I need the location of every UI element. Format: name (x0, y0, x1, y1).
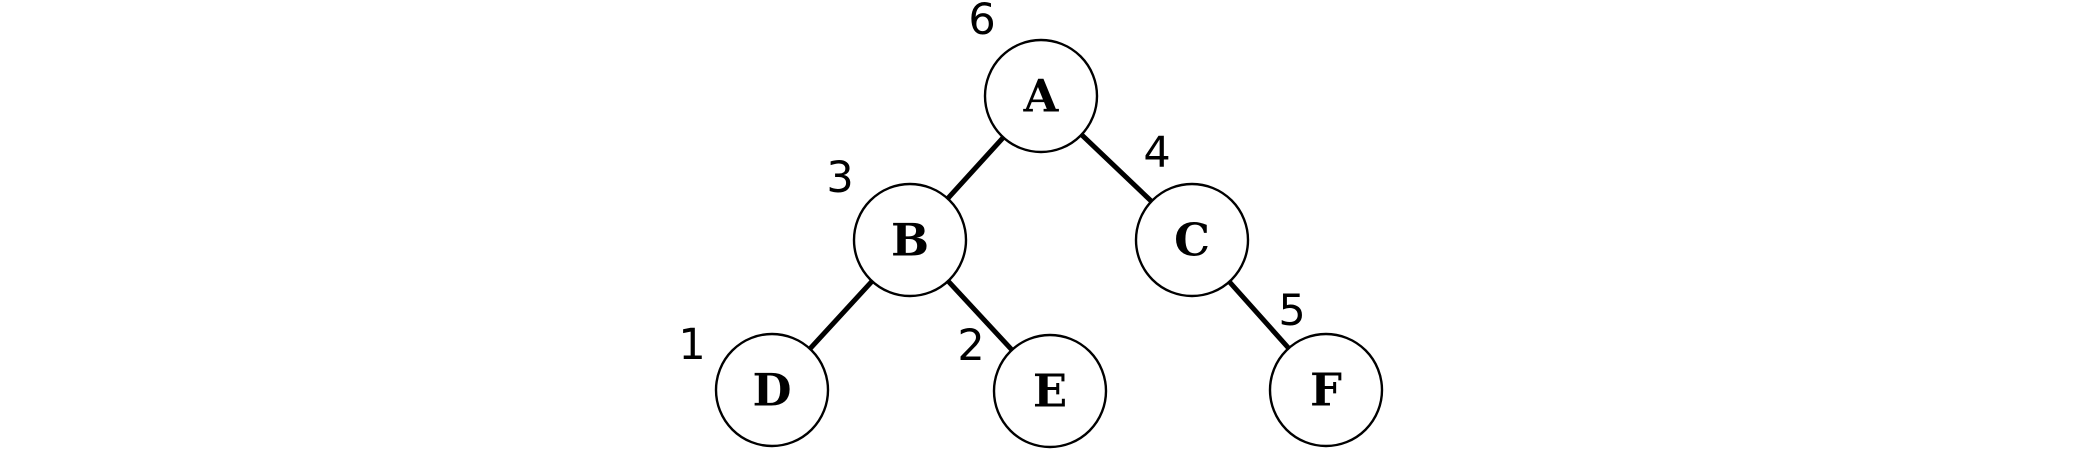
tree-node-label-e: E (1033, 365, 1067, 418)
tree-edge-a-b (945, 135, 1006, 201)
tree-node-number-c: 4 (1143, 128, 1170, 178)
tree-node-number-e: 2 (957, 321, 984, 371)
tree-node-circle-d (714, 332, 830, 448)
tree-node-number-a: 6 (968, 0, 995, 45)
tree-edge-c-f (1227, 280, 1291, 350)
tree-node-circle-e (992, 333, 1108, 449)
tree-node-number-f: 5 (1278, 286, 1305, 336)
tree-node-label-d: D (752, 364, 791, 417)
tree-node-label-a: A (1023, 70, 1060, 123)
tree-edge-b-e (946, 279, 1014, 352)
tree-node-circle-c (1134, 182, 1250, 298)
tree-edge-b-d (808, 279, 874, 351)
tree-node-number-b: 3 (826, 153, 853, 203)
tree-node-label-c: C (1174, 214, 1210, 267)
tree-edge-a-c (1079, 132, 1154, 204)
tree-node-number-d: 1 (678, 320, 705, 370)
tree-node-label-f: F (1310, 364, 1342, 417)
tree-node-label-b: B (891, 214, 929, 267)
tree-node-circle-f (1268, 332, 1384, 448)
tree-node-circle-a (983, 38, 1099, 154)
tree-node-circle-b (852, 182, 968, 298)
